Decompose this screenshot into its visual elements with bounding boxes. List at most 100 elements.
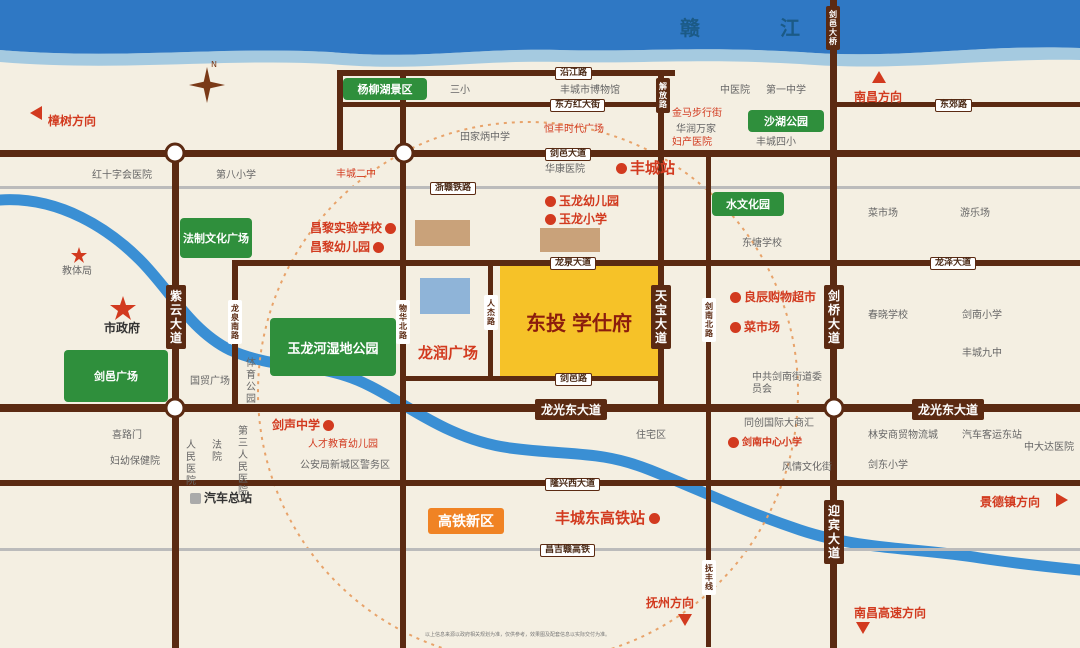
ganjiang-river <box>0 0 1080 55</box>
poi-hengfeng[interactable]: 恒丰时代广场 <box>544 124 604 135</box>
railway-zhegan <box>0 186 1080 189</box>
poi-zhongyiyuan[interactable]: 中医院 <box>720 85 750 96</box>
poi-tianjiazhong[interactable]: 田家炳中学 <box>460 132 510 143</box>
project-block[interactable]: 东投 学仕府 <box>500 266 658 376</box>
poi-shizhengfu[interactable]: 市政府 <box>104 321 141 335</box>
poi-fengcheng-station[interactable]: 丰城站 <box>616 159 675 177</box>
roundabout-3 <box>164 397 186 419</box>
poi-changli-kg[interactable]: 昌黎幼儿园 <box>310 240 387 254</box>
poi-linan[interactable]: 林安商贸物流城 <box>868 430 938 441</box>
poi-fayuan[interactable]: 法院 <box>212 440 222 463</box>
poi-label: 龙润广场 <box>418 344 479 362</box>
poi-jiannan-xx[interactable]: 剑南中心小学 <box>728 437 802 450</box>
poi-dongtang[interactable]: 东塘学校 <box>742 238 782 249</box>
dir-nanchang: 南昌方向 <box>854 90 903 104</box>
poi-diyizhong[interactable]: 第一中学 <box>766 85 806 96</box>
poi-yulong-xx[interactable]: 玉龙小学 <box>545 212 607 226</box>
school-icon <box>373 242 385 253</box>
poi-zhuzhai[interactable]: 住宅区 <box>636 430 666 441</box>
poi-zhongda[interactable]: 中大达医院 <box>1024 442 1074 453</box>
poi-label: 玉龙幼儿园 <box>559 194 620 208</box>
poi-fuyou[interactable]: 妇幼保健院 <box>110 456 160 467</box>
poi-chunxiao[interactable]: 春晓学校 <box>868 310 908 321</box>
park-shahu: 沙湖公园 <box>748 110 824 132</box>
poi-fengcheng2[interactable]: 丰城二中 <box>336 169 376 180</box>
poi-label: 汽车总站 <box>204 491 253 505</box>
road-label-jianxiao: 剑邑路 <box>555 373 593 386</box>
bus-icon <box>190 493 201 504</box>
city-hall-star-icon <box>110 296 136 320</box>
poi-liangchen[interactable]: 良辰购物超市 <box>730 290 816 304</box>
arrow-nanchang-icon <box>872 71 886 83</box>
poi-qicheke[interactable]: 汽车客运东站 <box>962 430 1022 441</box>
poi-fengqing[interactable]: 风情文化街 <box>782 462 832 473</box>
poi-fengchengjiuzhong[interactable]: 丰城九中 <box>962 348 1002 359</box>
poi-fengchengsixiao[interactable]: 丰城四小 <box>756 137 796 148</box>
poi-caishichang[interactable]: 菜市场 <box>730 320 780 334</box>
poi-label: 良辰购物超市 <box>744 290 817 304</box>
school-icon <box>545 214 556 225</box>
road-label-jieyi-bridge: 剑邑大桥 <box>826 6 840 50</box>
park-jianyi: 剑邑广场 <box>64 350 168 402</box>
roundabout-4 <box>823 397 845 419</box>
road-label-kangfeng: 抚丰线 <box>702 560 716 595</box>
school-building-1 <box>415 220 470 246</box>
poi-hualiwanjia[interactable]: 华润万家 <box>676 124 716 135</box>
poi-tiyu[interactable]: 体育公园 <box>246 358 256 405</box>
poi-jiandong[interactable]: 剑东小学 <box>868 460 908 471</box>
poi-gongan[interactable]: 公安局新城区警务区 <box>300 460 390 471</box>
poi-yulechang[interactable]: 游乐场 <box>960 208 990 219</box>
poi-longrun[interactable]: 龙润广场 <box>418 344 478 362</box>
poi-fengcheng-east[interactable]: 丰城东高铁站 <box>555 509 663 527</box>
svg-text:N: N <box>211 60 217 69</box>
project-suffix: 学仕府 <box>572 310 632 335</box>
footer-disclaimer: 以上信息来源以政府相关规划为准，仅供参考，效果图及配套信息以实际交付为准。 <box>425 632 611 638</box>
poi-renmin[interactable]: 人民医院 <box>186 440 196 487</box>
poi-sanxiao[interactable]: 三小 <box>450 85 470 96</box>
road-label-jiannan: 剑南北路 <box>702 298 716 342</box>
poi-qiche[interactable]: 汽车总站 <box>190 492 252 504</box>
river-label-1: 赣 <box>680 16 700 40</box>
poi-jiansheng[interactable]: 剑声中学 <box>272 418 337 432</box>
road-label-zhegan: 浙赣铁路 <box>430 182 477 195</box>
poi-jiaoyuju[interactable]: 教体局 <box>62 266 92 277</box>
compass-icon: N <box>189 60 225 103</box>
poi-fuchan[interactable]: 妇产医院 <box>672 137 712 148</box>
poi-jiannanjiedao[interactable]: 中共剑南街道委员会 <box>752 372 822 395</box>
poi-hongshizi[interactable]: 红十字会医院 <box>92 170 152 181</box>
road-label-dongfanghong: 东方红大街 <box>550 99 606 112</box>
poi-label: 玉龙小学 <box>559 212 608 226</box>
dir-fuzhou: 抚州方向 <box>646 596 695 610</box>
road-label-longze: 龙泽大道 <box>930 257 977 270</box>
poi-huakang[interactable]: 华康医院 <box>545 164 585 175</box>
poi-jiannanxiao[interactable]: 剑南小学 <box>962 310 1002 321</box>
road-label-yingbin: 迎宾大道 <box>824 500 844 564</box>
poi-label: 昌黎幼儿园 <box>310 240 371 254</box>
arrow-jingdezhen-icon <box>1056 493 1068 507</box>
radius-circle <box>257 121 799 648</box>
road-yanjiang-west <box>337 70 343 154</box>
poi-rencai[interactable]: 人才教育幼儿园 <box>308 439 378 451</box>
dir-jingdezhen: 景德镇方向 <box>980 495 1041 509</box>
poi-jinma[interactable]: 金马步行街 <box>672 108 722 119</box>
poi-label: 昌黎实验学校 <box>310 221 383 235</box>
poi-tongchuang[interactable]: 同创国际大商汇 <box>744 418 814 429</box>
poi-changli-xx[interactable]: 昌黎实验学校 <box>310 221 399 235</box>
poi-guomao[interactable]: 国贸广场 <box>190 376 230 387</box>
road-label-wuhua: 物华北路 <box>396 300 410 344</box>
poi-bowuguan[interactable]: 丰城市博物馆 <box>560 85 620 96</box>
poi-disanrenmin[interactable]: 第三人民医院 <box>238 426 248 497</box>
road-longquan <box>232 260 1080 266</box>
arrow-nanchang-highway-icon <box>856 622 870 634</box>
school-building-2 <box>540 228 600 252</box>
roundabout-1 <box>164 142 186 164</box>
poi-dibaxiao[interactable]: 第八小学 <box>216 170 256 181</box>
road-dongfanghong <box>340 102 670 107</box>
arrow-zhangshu-icon <box>30 106 42 120</box>
poi-caishichang2[interactable]: 菜市场 <box>868 208 898 219</box>
school-icon <box>385 223 397 234</box>
poi-yulong-kg[interactable]: 玉龙幼儿园 <box>545 194 619 208</box>
road-label-tianbao: 天宝大道 <box>651 285 671 349</box>
road-label-ziyun: 紫云大道 <box>166 285 186 349</box>
poi-ximen[interactable]: 喜路门 <box>112 430 142 441</box>
